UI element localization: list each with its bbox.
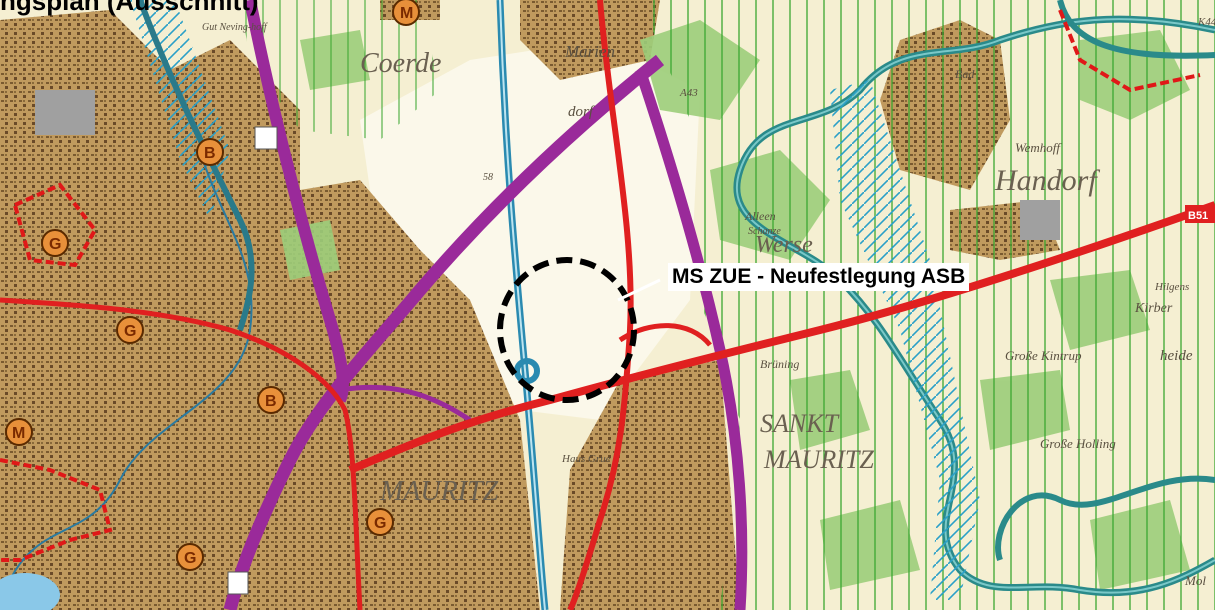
industrial-block-east — [1020, 200, 1060, 240]
label-bruning: Brüning — [760, 357, 799, 371]
svg-text:G: G — [374, 515, 386, 532]
label-handorf: Handorf — [994, 164, 1100, 197]
label-marien: Marien — [564, 42, 615, 61]
road-red-north-south — [567, 0, 634, 610]
canal-blue-inner — [499, 0, 546, 610]
marker-box-south — [227, 571, 249, 595]
svg-text:B: B — [204, 145, 216, 162]
river-meander-south — [995, 475, 1215, 561]
road-label-a43: A43 — [679, 87, 698, 99]
symbol-g-left: G — [41, 229, 69, 257]
road-red-main-east — [348, 201, 1215, 474]
site-highlight-ring — [497, 257, 637, 403]
road-label-k44: K44 — [1197, 16, 1215, 28]
road-shield-b51: B51 — [1185, 205, 1215, 223]
label-dorf: dorf — [568, 104, 595, 120]
label-grosse-holling: Große Holling — [1040, 436, 1116, 451]
label-schanze: Schanze — [748, 226, 781, 237]
callout-leader-line — [617, 278, 661, 302]
svg-text:M: M — [400, 5, 413, 22]
stream-west — [9, 149, 253, 581]
svg-text:B51: B51 — [1188, 210, 1208, 222]
label-nevinghoff: Gut Neving-hoff — [202, 22, 268, 33]
label-sankt: SANKT — [760, 409, 840, 438]
label-hilgens: Hilgens — [1154, 281, 1189, 293]
highway-purple-north — [244, 0, 349, 403]
svg-text:G: G — [184, 550, 196, 567]
label-grosse-kintrup: Große Kintrup — [1005, 348, 1082, 363]
label-mauritz-east: MAURITZ — [763, 445, 874, 474]
river-meander-east — [1057, 0, 1215, 59]
protected-area-west-hatch — [240, 0, 440, 140]
rail-station-symbol — [514, 358, 540, 384]
site-callout-label: MS ZUE - Neufestlegung ASB — [668, 263, 970, 291]
highway-purple-diagonal — [223, 54, 665, 610]
label-kirber: Kirber — [1134, 301, 1173, 316]
marker-box-north — [254, 126, 278, 150]
label-bad: Bad — [955, 67, 975, 81]
svg-text:B: B — [265, 393, 277, 410]
boundary-triangles-ne — [1058, 9, 1201, 93]
label-werse: Werse — [755, 232, 813, 258]
symbol-b-mid: B — [257, 386, 285, 414]
symbol-g-center: G — [366, 508, 394, 536]
road-red-ramp — [618, 323, 712, 347]
symbol-g-mid: G — [116, 316, 144, 344]
boundary-triangles-w — [12, 182, 98, 268]
settlement-north — [380, 0, 660, 80]
road-red-west — [0, 297, 363, 610]
boundary-triangles-sw — [0, 458, 113, 562]
svg-text:M: M — [12, 425, 25, 442]
label-wemhoff: Wemhoff — [1015, 140, 1062, 155]
label-mauritz-west: MAURITZ — [379, 476, 499, 507]
symbol-m-left: M — [5, 418, 33, 446]
map-title: ngsplan (Ausschnitt) — [0, 0, 259, 16]
label-heide: heide — [1160, 348, 1193, 364]
highway-purple-east — [634, 68, 748, 610]
label-mol: Mol — [1184, 573, 1206, 588]
symbol-b-top: B — [196, 138, 224, 166]
label-coerde: Coerde — [360, 48, 441, 79]
symbol-m-top: M — [392, 0, 420, 26]
svg-text:G: G — [49, 236, 61, 253]
canal-west — [137, 0, 255, 331]
settlement-west — [0, 10, 540, 610]
road-purple-link — [339, 384, 472, 423]
label-haus-grue: Haus Grue — [561, 453, 611, 465]
svg-text:G: G — [124, 323, 136, 340]
label-alleen: Alleen — [744, 209, 776, 223]
road-label-58: 58 — [483, 172, 493, 183]
pond — [0, 573, 60, 610]
settlement-south-center — [560, 360, 740, 610]
symbol-g-bottom: G — [176, 543, 204, 571]
industrial-block-west — [35, 90, 95, 135]
flood-zone-hatch-east — [830, 80, 980, 600]
